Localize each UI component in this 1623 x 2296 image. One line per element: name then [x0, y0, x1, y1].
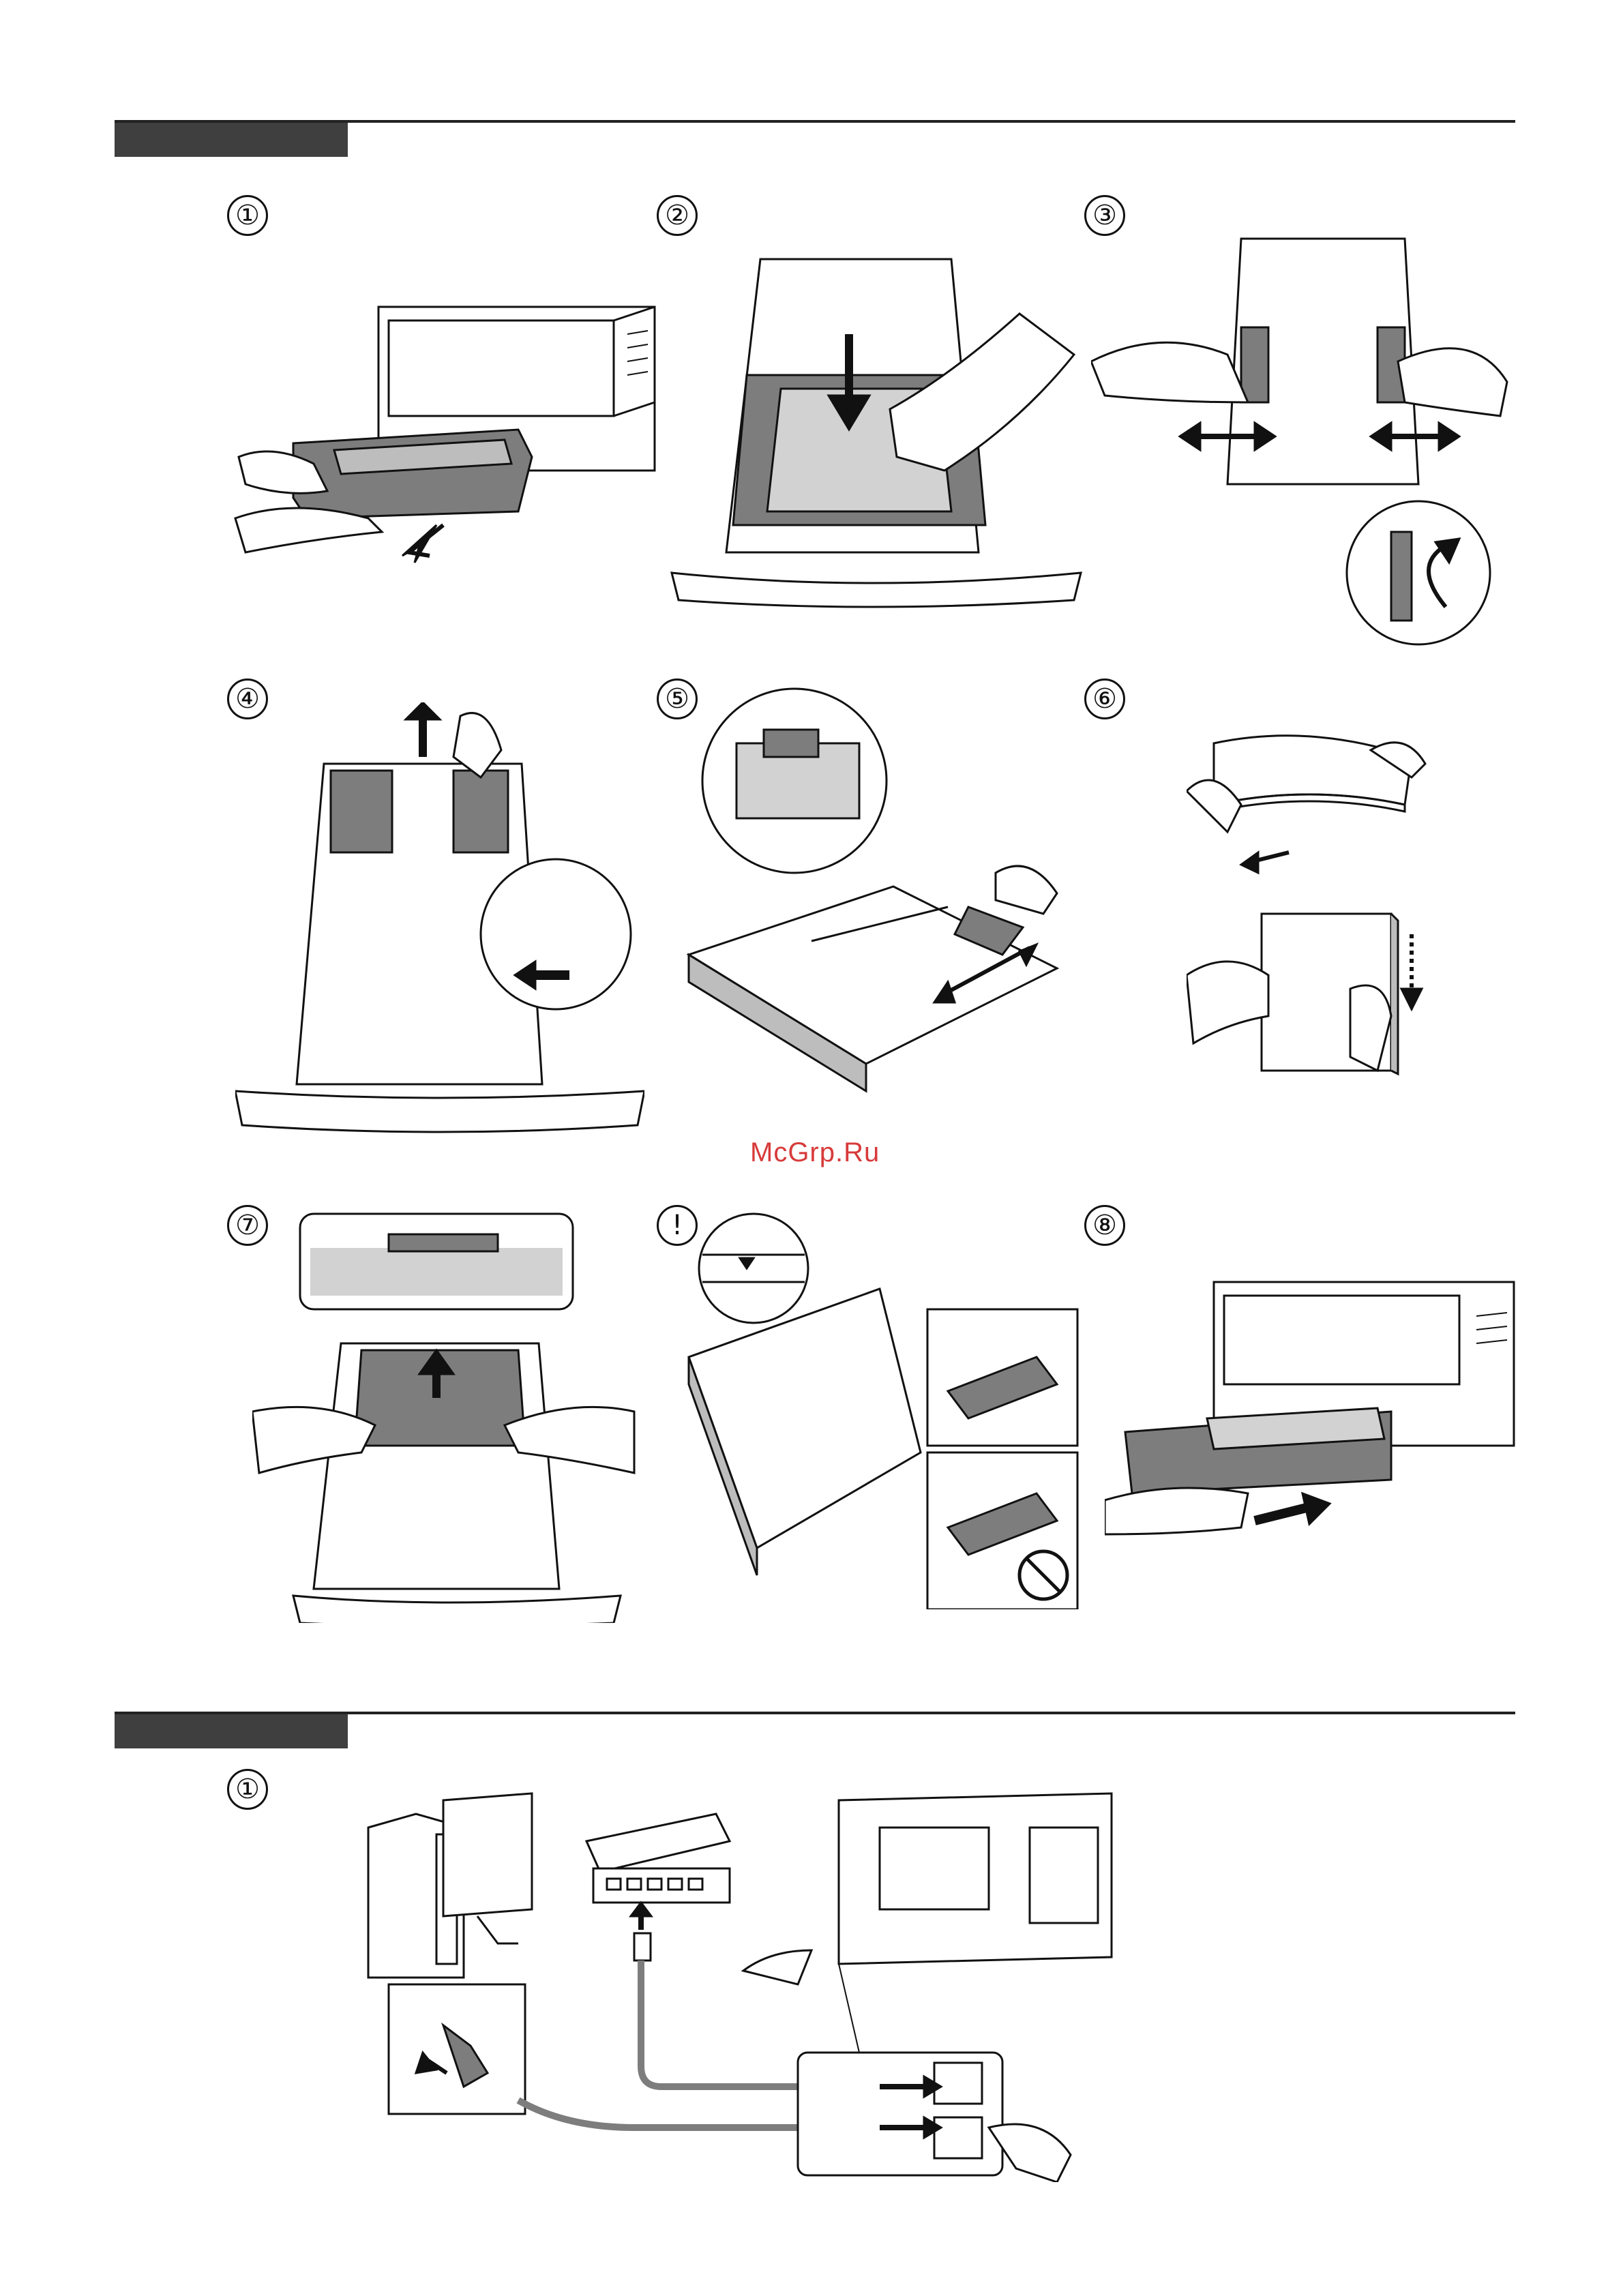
section-header-bar	[115, 121, 348, 157]
illustration-load-paper-stack	[252, 1207, 641, 1623]
illustration-cable-connection	[361, 1787, 1125, 2182]
illustration-slide-length-guide	[675, 682, 1071, 1125]
step-number-6: ⑥	[1084, 679, 1125, 719]
illustration-paper-height-limit-caution	[675, 1207, 1084, 1609]
watermark-text: McGrp.Ru	[750, 1137, 880, 1168]
illustration-insert-cassette	[1105, 1275, 1521, 1562]
illustration-fan-and-align-paper	[1187, 716, 1453, 1084]
section-header-line	[115, 1712, 1515, 1714]
illustration-pull-out-cassette	[232, 293, 668, 607]
illustration-adjust-length-guide	[235, 702, 644, 1139]
step-number-connect-1: ①	[227, 1769, 268, 1810]
illustration-adjust-width-guides	[1091, 225, 1521, 648]
illustration-press-bottom-plate	[665, 252, 1088, 621]
step-number-8: ⑧	[1084, 1205, 1125, 1246]
step-number-1: ①	[227, 195, 268, 236]
step-number-2: ②	[657, 195, 698, 236]
section-header-line	[115, 120, 1515, 123]
section-header-bar	[115, 1713, 348, 1748]
